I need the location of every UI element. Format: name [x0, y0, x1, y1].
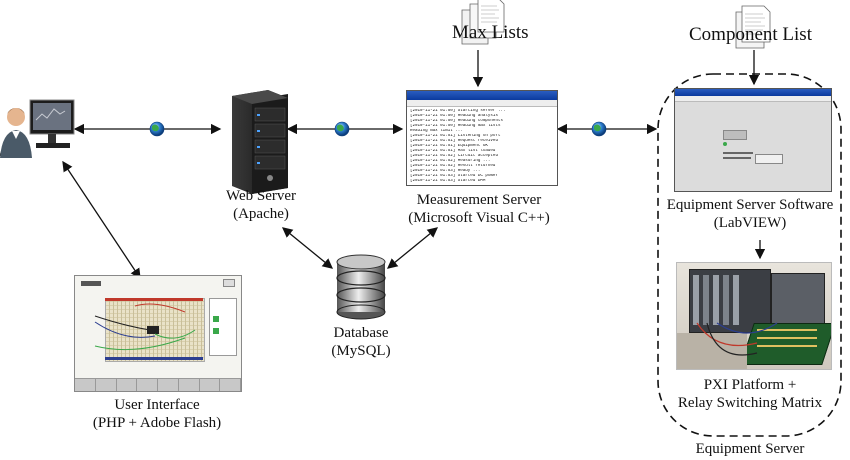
document-stack-icon	[735, 5, 771, 49]
pxi-platform-label: PXI Platform + Relay Switching Matrix	[677, 377, 823, 411]
web-server-label: Web Server (Apache)	[225, 188, 296, 222]
arrow-user-ui	[62, 160, 141, 280]
equipment-server-boundary	[657, 73, 842, 437]
pxi-hardware-photo	[676, 262, 832, 370]
arrow-web-database	[281, 227, 334, 269]
globe-icon	[334, 121, 350, 137]
globe-icon	[591, 121, 607, 137]
database-cylinder-icon	[336, 254, 386, 320]
user-at-computer-icon	[0, 99, 75, 158]
arrow-measurement-database	[386, 227, 439, 269]
max-lists-label: Max Lists	[452, 22, 529, 43]
server-tower-icon	[232, 90, 288, 194]
breadboard-ui-screenshot	[74, 275, 242, 392]
document-stack-icon	[461, 0, 505, 45]
globe-icon	[149, 121, 165, 137]
console-window-icon: [2010-11-21 01:50] Starting server ... […	[406, 90, 558, 186]
equipment-server-software-label: Equipment Server Software (LabVIEW)	[666, 197, 834, 231]
equipment-server-label: Equipment Server	[695, 441, 805, 457]
user-interface-label: User Interface (PHP + Adobe Flash)	[92, 397, 222, 431]
labview-window-icon	[674, 88, 832, 192]
database-label: Database (MySQL)	[331, 325, 391, 359]
measurement-server-label: Measurement Server (Microsoft Visual C++…	[408, 192, 550, 226]
component-list-label: Component List	[689, 24, 812, 45]
